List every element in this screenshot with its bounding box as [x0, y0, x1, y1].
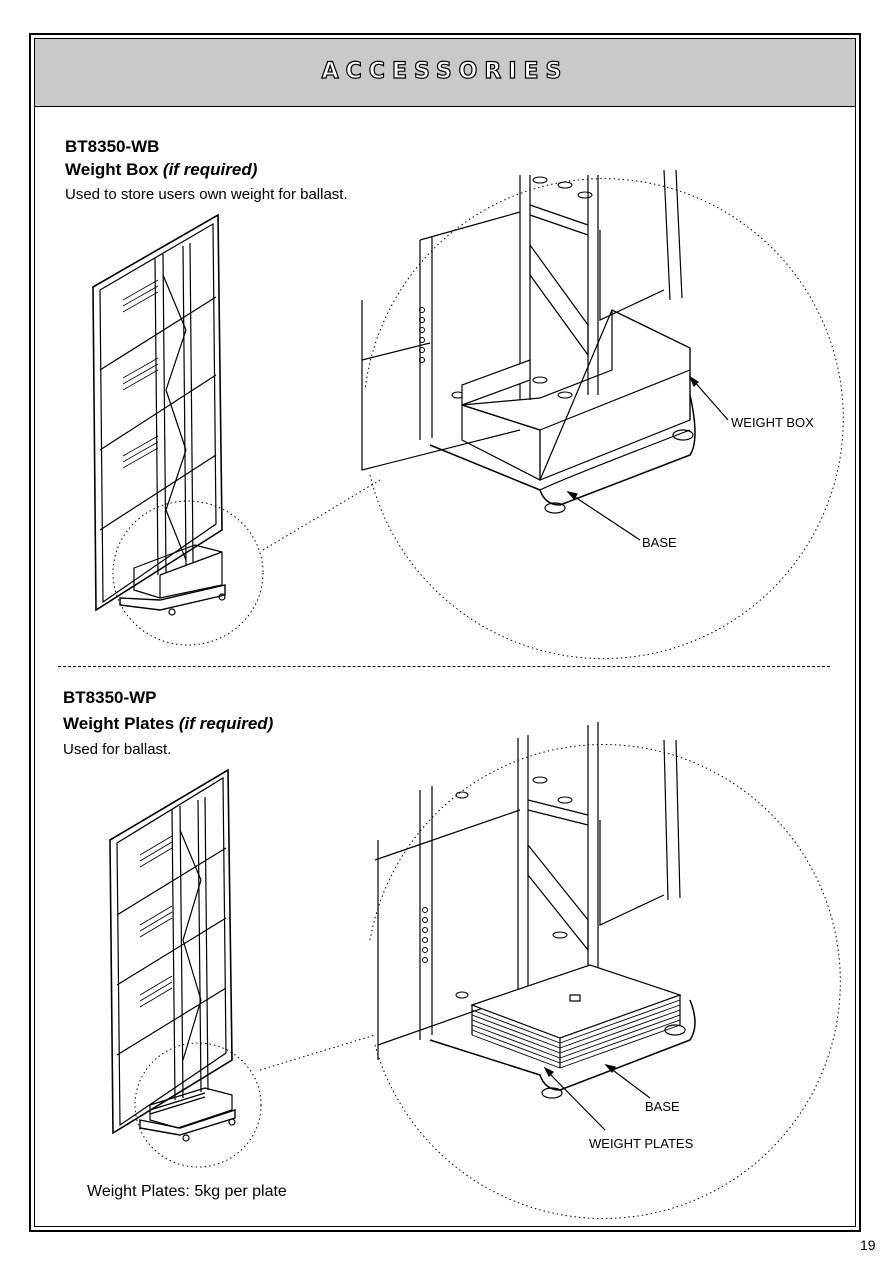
weight-plates-detail-drawing — [374, 722, 696, 1131]
weight-plates-callout: WEIGHT PLATES — [589, 1136, 694, 1151]
base-callout-2: BASE — [645, 1099, 680, 1114]
page-number: 19 — [860, 1237, 876, 1253]
page-title: ACCESSORIES — [321, 58, 569, 84]
weight-box-description: Used to store users own weight for balla… — [65, 186, 348, 203]
weight-box-stand-overview — [92, 213, 226, 616]
weight-plates-name: Weight Plates — [63, 714, 175, 733]
section-divider — [58, 666, 830, 667]
weight-plates-qualifier: (if required) — [178, 714, 274, 733]
page-border-outer — [29, 33, 861, 1232]
weight-plates-code: BT8350-WP — [63, 688, 157, 707]
weight-box-name: Weight Box — [65, 160, 159, 179]
weight-plates-stand-overview — [109, 768, 236, 1142]
weight-box-callout: WEIGHT BOX — [731, 415, 814, 430]
weight-plates-description: Used for ballast. — [63, 741, 172, 758]
weight-plates-note: Weight Plates: 5kg per plate — [87, 1183, 287, 1200]
base-callout-1: BASE — [642, 535, 677, 550]
weight-box-code: BT8350-WB — [65, 137, 160, 156]
section-header: ACCESSORIES — [35, 39, 855, 107]
weight-plates-title: Weight Plates (if required) — [63, 714, 273, 734]
weight-box-detail-drawing — [361, 169, 729, 541]
weight-box-qualifier: (if required) — [162, 160, 258, 179]
page-border-inner — [34, 38, 856, 1227]
weight-box-title: Weight Box (if required) — [65, 160, 257, 180]
